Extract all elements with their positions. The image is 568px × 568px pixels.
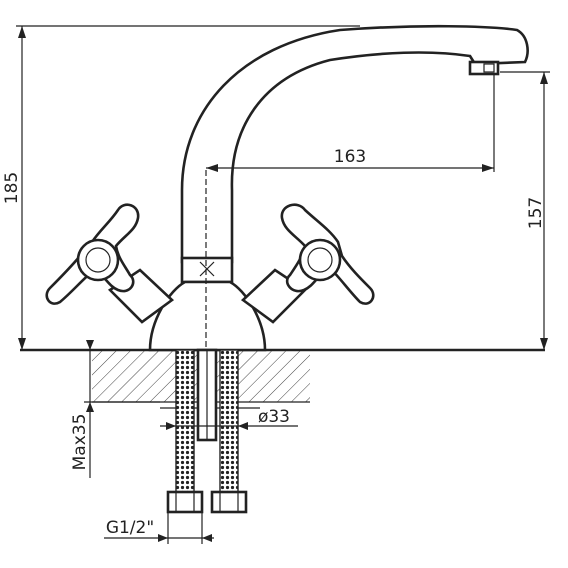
spout: [180, 24, 529, 264]
dimension-spout-height: 157: [500, 71, 550, 350]
dimension-deck-thickness: Max35: [70, 340, 160, 478]
spout-collar: [180, 256, 234, 284]
dimension-spout-reach: 163: [206, 74, 495, 172]
right-flex-hose: [210, 349, 248, 514]
dimension-d33-label: ø33: [258, 407, 290, 427]
left-flex-hose: [166, 349, 204, 514]
faucet-base: [148, 280, 267, 352]
dimension-g12-label: G1/2": [106, 518, 154, 538]
right-valve: [240, 203, 375, 324]
deck-section: [20, 348, 545, 409]
dimension-157-label: 157: [526, 197, 546, 229]
dimension-thread: G1/2": [104, 512, 214, 544]
dimension-185-label: 185: [2, 172, 22, 204]
mounting-stud: [196, 348, 218, 442]
dimension-shank-diameter: ø33: [160, 407, 298, 430]
dimension-max35-label: Max35: [70, 414, 90, 471]
dimension-163-label: 163: [334, 147, 366, 167]
dimension-total-height: 185: [2, 25, 360, 350]
left-valve: [45, 203, 175, 324]
